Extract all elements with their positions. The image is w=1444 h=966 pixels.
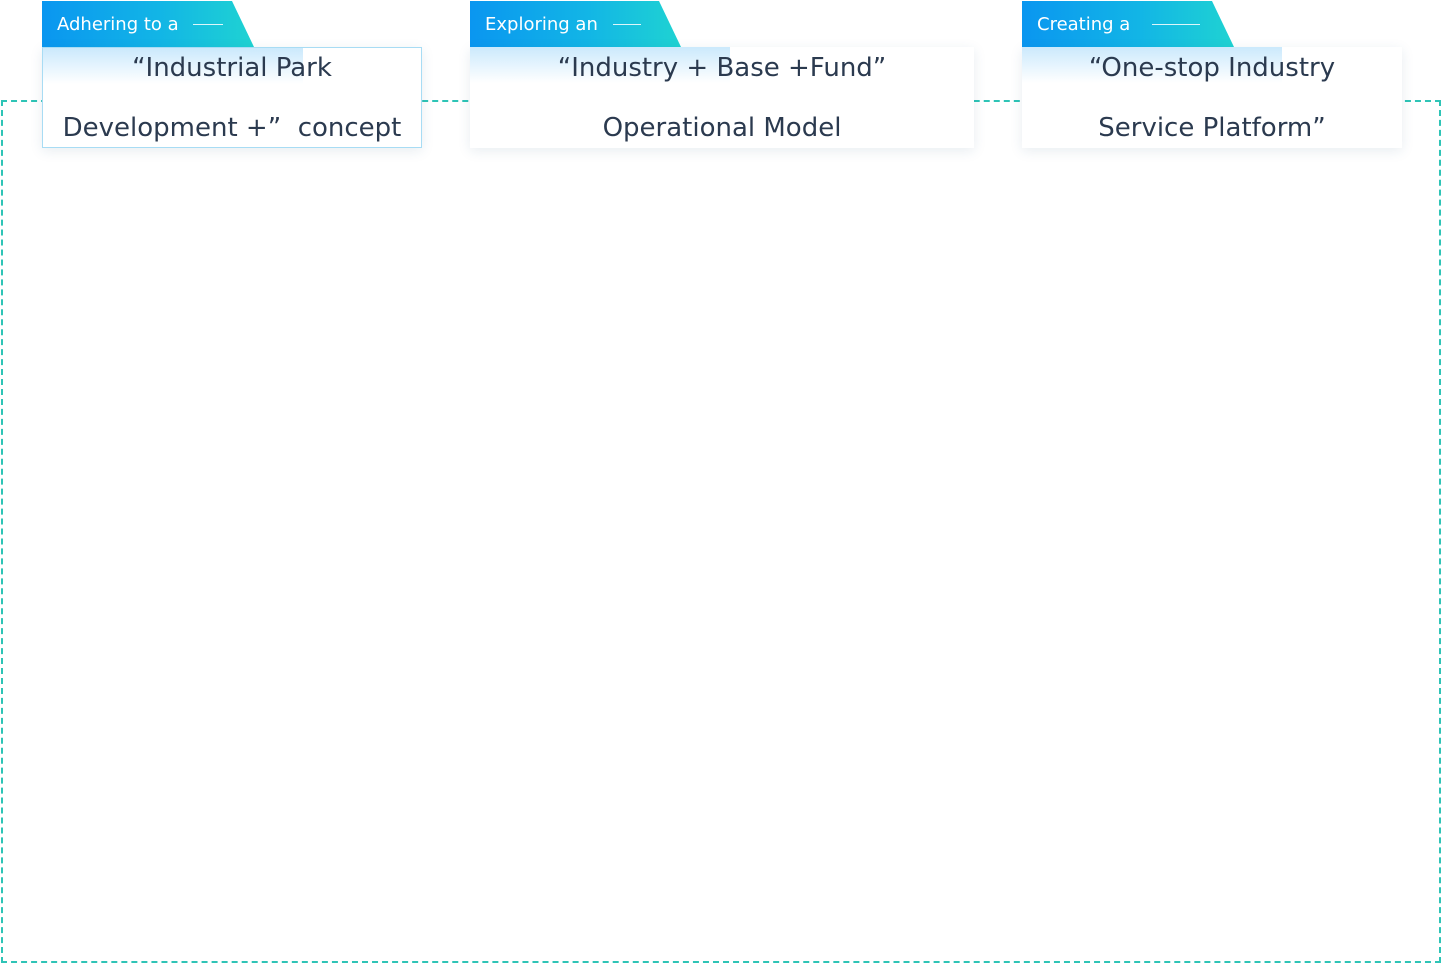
dashed-frame [1, 100, 1441, 963]
card-tab-label: Exploring an [485, 14, 598, 35]
card-tab-label: Adhering to a [57, 14, 179, 35]
card-title: “One-stop Industry Service Platform” [1089, 23, 1335, 173]
tab-decor-line [613, 24, 641, 25]
card-title: “Industrial Park Development +” concept [63, 23, 402, 173]
card-title-line: Development +” concept [62, 112, 402, 143]
card-tab: Exploring an [470, 1, 681, 47]
card-title-line: Operational Model [602, 112, 842, 143]
card-tab: Adhering to a [42, 1, 254, 47]
card-tab-label: Creating a [1037, 14, 1131, 35]
card-title-line: “One-stop Industry [1088, 52, 1336, 83]
card-title-line: “Industrial Park [132, 52, 332, 83]
tab-decor-line [193, 24, 223, 25]
card-title-box: “Industrial Park Development +” concept [42, 47, 422, 148]
card-title: “Industry + Base +Fund” Operational Mode… [558, 23, 887, 173]
tab-decor-line [1152, 24, 1200, 25]
card-title-box: “One-stop Industry Service Platform” [1022, 47, 1402, 148]
card-title-line: Service Platform” [1098, 112, 1326, 143]
card-tab: Creating a [1022, 1, 1234, 47]
card-title-line: “Industry + Base +Fund” [557, 52, 887, 83]
card-title-box: “Industry + Base +Fund” Operational Mode… [470, 47, 974, 148]
